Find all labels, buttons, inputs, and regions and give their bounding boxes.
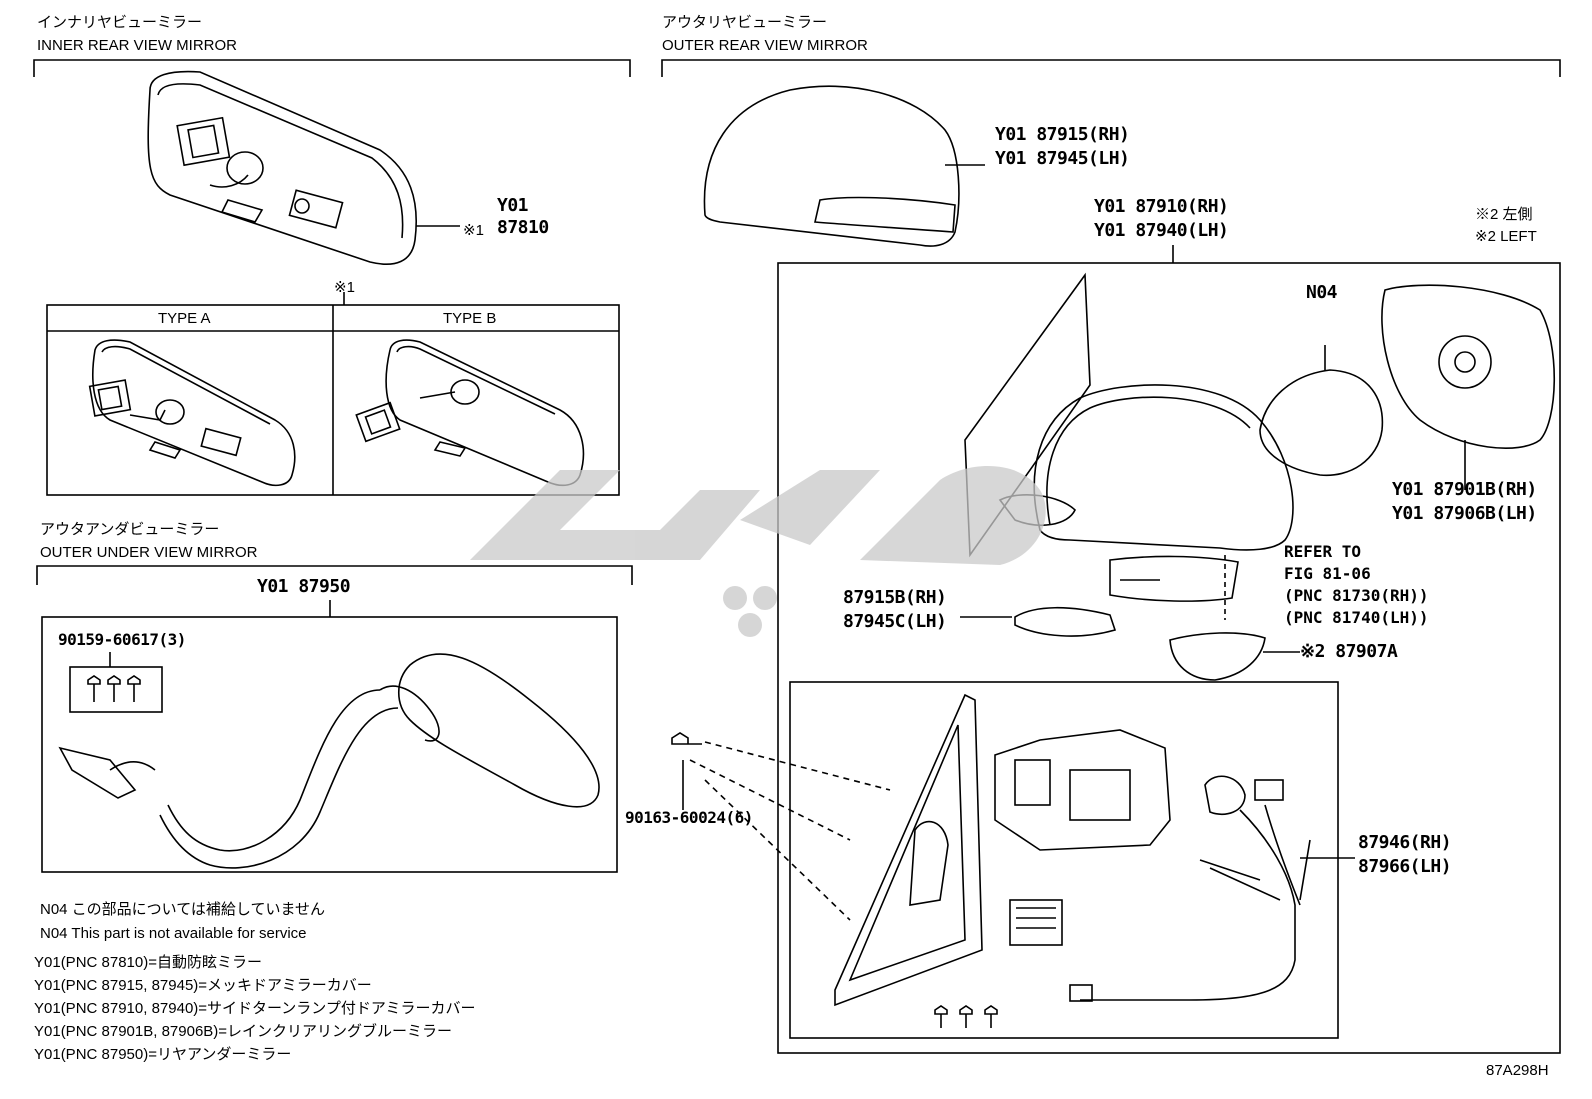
screw-box: [69, 666, 163, 713]
harness-lh-part-number: 87966(LH): [1358, 856, 1452, 877]
outer-assembly-box: [777, 262, 1561, 1054]
note-y01-87915: Y01(PNC 87915, 87945)=メッキドアミラーカバー: [34, 977, 372, 994]
bolt-part-number: 90163-60024(6): [625, 808, 753, 827]
note-y01-87910: Y01(PNC 87910, 87940)=サイドターンランプ付ドアミラーカバー: [34, 1000, 476, 1017]
refer-line-3: (PNC 81730(RH)): [1284, 586, 1429, 605]
note-y01-87950: Y01(PNC 87950)=リヤアンダーミラー: [34, 1046, 292, 1063]
glass-rh-part-number: Y01 87901B(RH): [1392, 479, 1537, 500]
mirror-cover-drawing: [703, 85, 985, 247]
mirror-assembly-drawing: [960, 272, 1556, 681]
actuator-drawing: [994, 729, 1171, 946]
under-mirror-drawing: [58, 653, 600, 869]
outer-title-en: OUTER REAR VIEW MIRROR: [662, 37, 868, 54]
bolt-drawings: [671, 732, 998, 1028]
actuator-box: [789, 681, 1339, 1039]
assy-lh-part-number: Y01 87940(LH): [1094, 220, 1229, 241]
refer-line-2: FIG 81-06: [1284, 564, 1371, 583]
type-a-label: TYPE A: [158, 310, 211, 327]
screw-part-number: 90159-60617(3): [58, 630, 186, 649]
note-n04-en: N04 This part is not available for servi…: [40, 925, 307, 942]
refer-line-1: REFER TO: [1284, 542, 1362, 561]
note-y01-87901b: Y01(PNC 87901B, 87906B)=レインクリアリングブルーミラー: [34, 1023, 453, 1040]
cover-rh-part-number: Y01 87915(RH): [995, 124, 1130, 145]
figure-id: 87A298H: [1486, 1062, 1549, 1079]
screw-drawings: [87, 675, 141, 702]
under-title-en: OUTER UNDER VIEW MIRROR: [40, 544, 258, 561]
inner-title-jp: インナリヤビューミラー: [37, 14, 203, 31]
type-b-mirror-drawing: [355, 339, 585, 487]
lower-cover-part-number: ※2 87907A: [1300, 641, 1398, 662]
type-b-label: TYPE B: [443, 310, 497, 327]
left-note-en: ※2 LEFT: [1475, 228, 1537, 245]
note-n04-jp: N04 この部品については補給していません: [40, 901, 326, 918]
bracket-drawing: [834, 693, 983, 1007]
inner-part-number: 87810: [497, 217, 549, 238]
inner-y01-label: Y01: [497, 195, 529, 216]
harness-drawing: [1069, 775, 1311, 1002]
refer-line-4: (PNC 81740(LH)): [1284, 608, 1429, 627]
cover2-lh-part-number: 87945C(LH): [843, 611, 947, 632]
type-a-mirror-drawing: [88, 339, 296, 487]
glass-lh-part-number: Y01 87906B(LH): [1392, 503, 1537, 524]
type-mark-label: ※1: [334, 279, 355, 296]
cover2-rh-part-number: 87915B(RH): [843, 587, 947, 608]
inner-mark-label: ※1: [463, 222, 484, 239]
harness-rh-part-number: 87946(RH): [1358, 832, 1452, 853]
assy-rh-part-number: Y01 87910(RH): [1094, 196, 1229, 217]
note-y01-87810: Y01(PNC 87810)=自動防眩ミラー: [34, 954, 262, 971]
n04-label: N04: [1306, 282, 1338, 303]
inner-title-en: INNER REAR VIEW MIRROR: [37, 37, 238, 54]
inner-section-bracket: [33, 59, 631, 77]
under-title-jp: アウタアンダビューミラー: [40, 521, 220, 538]
under-mirror-box: [41, 616, 618, 873]
outer-section-bracket: [661, 59, 1561, 77]
outer-title-jp: アウタリヤビューミラー: [662, 14, 828, 31]
inner-mirror-drawing: [147, 70, 460, 265]
left-note-jp: ※2 左側: [1475, 206, 1533, 223]
bolt-leader-lines: [689, 741, 891, 921]
under-assy-part-number: Y01 87950: [257, 576, 351, 597]
under-section-bracket: [36, 565, 633, 585]
watermark-graphic: [470, 466, 1046, 637]
cover-lh-part-number: Y01 87945(LH): [995, 148, 1130, 169]
